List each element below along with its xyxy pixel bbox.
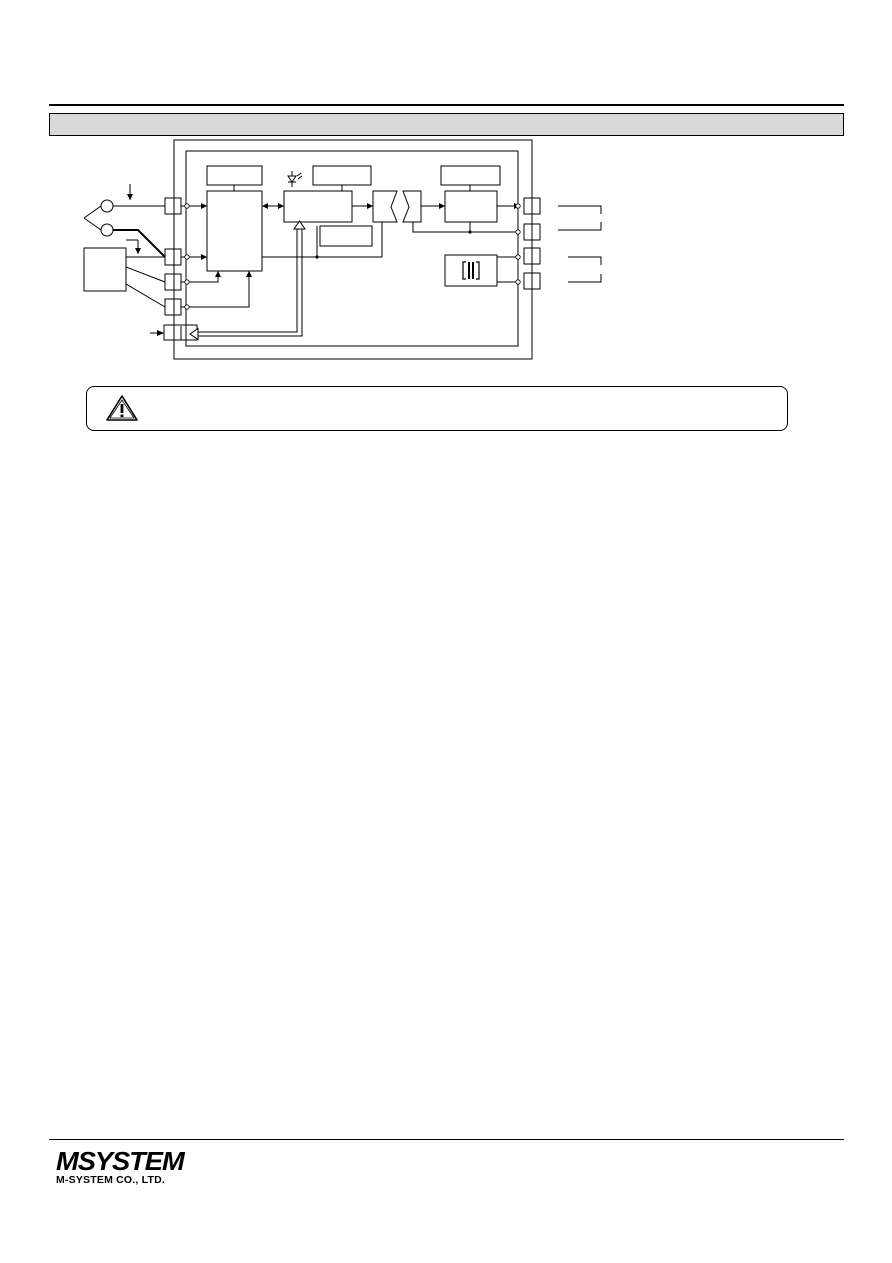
warning-triangle-icon (106, 395, 138, 421)
terminal-right-2 (523, 223, 541, 241)
sensor-box (83, 247, 127, 292)
block-diagram (83, 139, 602, 360)
section-header-bar (49, 113, 844, 136)
enclosure-inner (185, 150, 519, 347)
top-rule (49, 104, 844, 106)
tc-junction-1 (100, 199, 114, 213)
block-input-circuit (206, 190, 263, 272)
block-sub (319, 225, 373, 247)
enclosure-outer (173, 139, 533, 360)
terminal-left-2 (164, 248, 182, 266)
terminal-left-1 (164, 197, 182, 215)
terminal-right-3 (523, 247, 541, 265)
terminal-left-4 (164, 298, 182, 316)
block-top-2 (312, 165, 372, 186)
block-top-3 (440, 165, 501, 186)
block-output-driver (444, 190, 498, 223)
block-top-1 (206, 165, 263, 186)
isolation-transformer-icon (462, 261, 480, 280)
company-logo: MSYSTEM M-SYSTEM CO., LTD. (56, 1148, 188, 1186)
block-transformer (444, 254, 498, 287)
led-icon (287, 171, 303, 187)
warning-box (86, 386, 788, 431)
logo-mark: MSYSTEM (56, 1146, 185, 1176)
isolation-break (372, 190, 398, 223)
terminal-left-3 (164, 273, 182, 291)
terminal-right-1 (523, 197, 541, 215)
tc-junction-2 (100, 223, 114, 237)
bottom-rule (49, 1139, 844, 1140)
terminal-right-4 (523, 272, 541, 290)
company-name: M-SYSTEM CO., LTD. (56, 1174, 165, 1186)
block-cpu (283, 190, 353, 223)
